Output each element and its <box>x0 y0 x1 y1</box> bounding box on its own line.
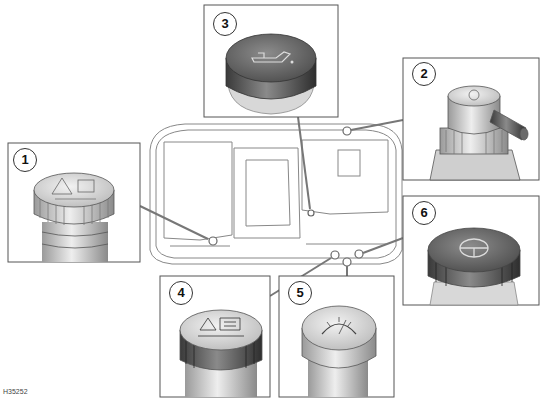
callout-number: 3 <box>213 12 237 36</box>
callout-number: 1 <box>13 148 37 172</box>
callout-number: 5 <box>288 281 312 305</box>
callout-number: 6 <box>412 201 436 225</box>
callout-number: 4 <box>169 281 193 305</box>
callout-number: 2 <box>412 62 436 86</box>
figure-id: H35252 <box>3 388 28 395</box>
